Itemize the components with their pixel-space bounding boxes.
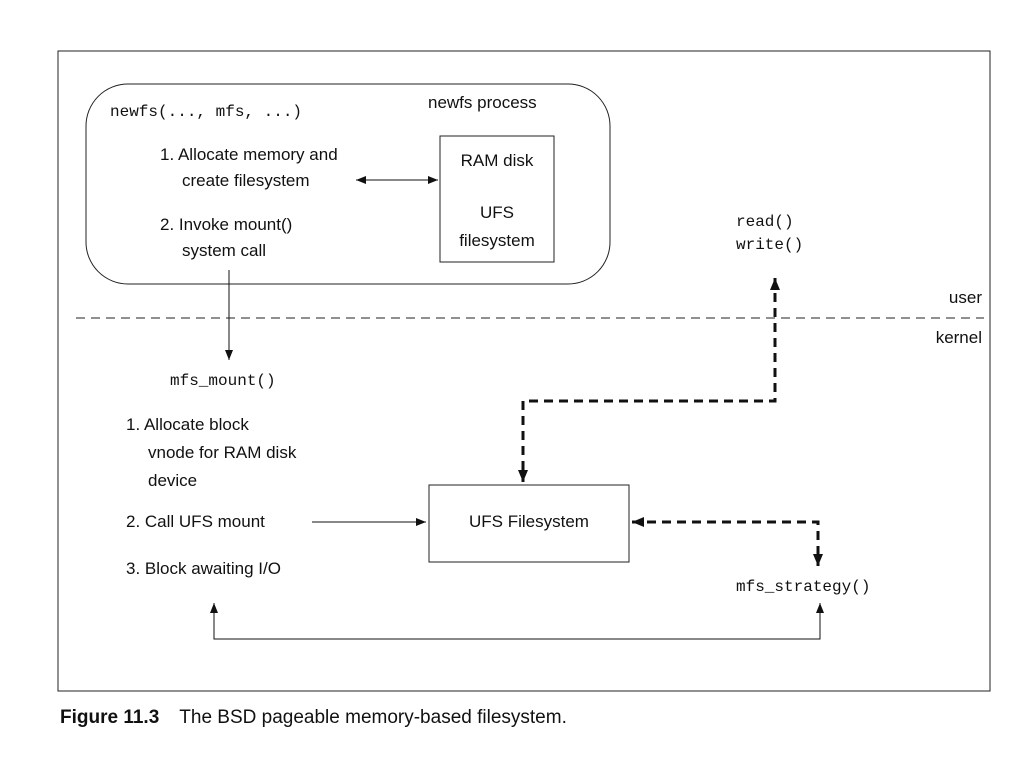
mfs-mount-step1-line2: vnode for RAM disk	[148, 443, 297, 462]
mfs-strategy-label: mfs_strategy()	[736, 578, 870, 596]
ufs-strategy-path	[632, 517, 823, 566]
user-space-label: user	[949, 288, 982, 307]
mfs-mount-label: mfs_mount()	[170, 372, 276, 390]
ramdisk-ufs-label: UFS	[480, 203, 514, 222]
newfs-step1-line1: 1. Allocate memory and	[160, 145, 338, 164]
read-call-label: read()	[736, 213, 794, 231]
newfs-process-box	[85, 83, 611, 285]
kernel-space-label: kernel	[936, 328, 982, 347]
figure-frame	[57, 50, 991, 692]
newfs-step2-line1: 2. Invoke mount()	[160, 215, 292, 234]
ramdisk-filesystem-label: filesystem	[459, 231, 535, 250]
figure-caption: Figure 11.3 The BSD pageable memory-base…	[60, 707, 567, 728]
figure-number: Figure 11.3	[60, 707, 159, 728]
newfs-call-label: newfs(..., mfs, ...)	[110, 103, 302, 121]
ramdisk-box	[439, 135, 555, 263]
ramdisk-label: RAM disk	[461, 151, 534, 170]
ufs-filesystem-box	[428, 484, 630, 563]
figure-caption-text: The BSD pageable memory-based filesystem…	[179, 707, 567, 728]
read-write-ufs-path	[518, 278, 780, 482]
ufs-filesystem-label: UFS Filesystem	[469, 512, 589, 531]
io-wakeup-connector	[210, 603, 824, 640]
mfs-mount-step2: 2. Call UFS mount	[126, 512, 265, 531]
newfs-step1-line2: create filesystem	[182, 171, 310, 190]
mfs-mount-step1-line1: 1. Allocate block	[126, 415, 249, 434]
newfs-process-title: newfs process	[428, 93, 537, 112]
mfs-mount-step3: 3. Block awaiting I/O	[126, 559, 281, 578]
mfs-mount-step1-line3: device	[148, 471, 197, 490]
newfs-step2-line2: system call	[182, 241, 266, 260]
write-call-label: write()	[736, 236, 803, 254]
